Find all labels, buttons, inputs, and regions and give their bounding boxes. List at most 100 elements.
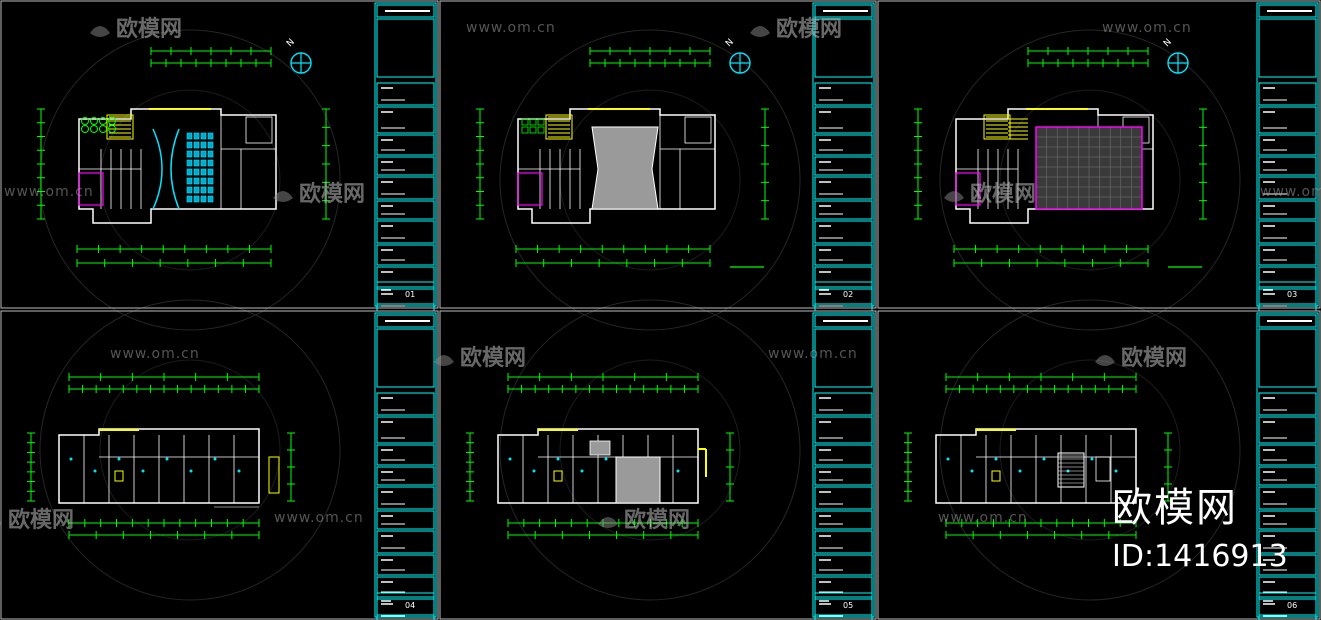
title-block-row	[814, 134, 873, 156]
title-block-row	[1258, 530, 1317, 554]
title-block-row	[376, 82, 435, 106]
title-block-row	[376, 156, 435, 176]
fixture-point	[1114, 469, 1118, 473]
north-arrow-label: N	[285, 37, 297, 49]
exterior-wall	[78, 108, 277, 224]
fixture-point	[213, 457, 217, 461]
curved-wall	[152, 128, 163, 210]
planter-box	[537, 126, 545, 134]
title-block-row	[814, 554, 873, 576]
watermark-ring	[939, 29, 1241, 331]
planter-circle	[81, 117, 89, 125]
sheet-number: 06	[1287, 601, 1297, 610]
watermark-ring	[39, 29, 341, 331]
title-block-row	[376, 392, 435, 416]
planter-circle	[90, 117, 98, 125]
title-block-row	[1258, 486, 1317, 510]
auditorium-seat	[207, 168, 214, 176]
brand-watermark-large: 欧模网	[1112, 485, 1238, 531]
watermark-ring	[499, 29, 801, 331]
title-block-row	[376, 466, 435, 486]
brand-watermark-text: 欧模网	[1121, 345, 1187, 371]
brand-watermark-logo: 欧模网	[750, 16, 842, 42]
title-block-row	[1258, 82, 1317, 106]
north-arrow-label: N	[724, 37, 736, 49]
auditorium-seat	[207, 177, 214, 185]
title-block-row	[376, 416, 435, 444]
planter-box	[537, 118, 545, 126]
fixture-point	[141, 469, 145, 473]
brand-logo-icon	[273, 191, 293, 202]
title-block-row	[814, 200, 873, 220]
title-block-row	[1258, 392, 1317, 416]
title-block-row	[376, 510, 435, 530]
brand-logo-icon	[0, 521, 2, 526]
title-block-row	[1258, 466, 1317, 486]
stair-outline	[545, 114, 573, 140]
title-block-frame	[812, 312, 875, 618]
auditorium-seat	[186, 132, 193, 140]
auditorium-seat	[207, 141, 214, 149]
title-block-row	[1258, 416, 1317, 444]
drawing-sheet-05: 05	[439, 310, 877, 620]
site-url-watermark: www.om.cn	[274, 510, 364, 526]
auditorium-seat	[186, 168, 193, 176]
title-block-logo-cell	[814, 328, 873, 388]
title-block-row	[376, 266, 435, 288]
hatched-room	[589, 440, 611, 456]
title-block-header	[376, 4, 435, 18]
auditorium-seat	[186, 141, 193, 149]
title-block-row	[1258, 266, 1317, 288]
title-block-row	[814, 106, 873, 134]
fixture-point	[117, 457, 121, 461]
drawing-sheet-06: 06	[877, 310, 1321, 620]
brand-watermark-text: 欧模网	[970, 181, 1036, 207]
title-block-row	[376, 220, 435, 244]
planter-box	[529, 118, 537, 126]
north-arrow-label: N	[1162, 37, 1174, 49]
hatched-hall-floor	[591, 126, 659, 210]
brand-watermark-logo: 欧模网	[944, 181, 1036, 207]
sheet-border	[0, 310, 439, 620]
title-block-row	[814, 82, 873, 106]
planter-box	[521, 118, 529, 126]
fixture-point	[189, 469, 193, 473]
title-block-logo-cell	[814, 18, 873, 78]
door-frame	[517, 172, 543, 206]
column-marker	[114, 470, 124, 482]
auditorium-seat	[186, 195, 193, 203]
title-block-row	[814, 416, 873, 444]
brand-logo-icon	[598, 517, 618, 528]
stair-block	[106, 114, 134, 140]
door-frame	[78, 172, 104, 206]
title-block-frame	[812, 2, 875, 307]
watermark-layer	[39, 29, 1241, 601]
title-block-header	[1258, 4, 1317, 18]
sheet-number: 04	[405, 601, 415, 610]
auditorium-seat	[200, 177, 207, 185]
title-block-row	[1258, 176, 1317, 200]
auditorium-seat	[200, 186, 207, 194]
curved-wall	[170, 128, 180, 210]
auditorium-seat	[193, 168, 200, 176]
title-block-row	[814, 530, 873, 554]
auditorium-seat	[193, 141, 200, 149]
watermark-ring	[559, 359, 741, 541]
brand-watermark-logo: 欧模网	[434, 345, 526, 371]
auditorium-seat	[193, 177, 200, 185]
exterior-wall	[58, 428, 260, 504]
auditorium-seat	[200, 168, 207, 176]
title-block-row	[1258, 554, 1317, 576]
fixture-point	[994, 457, 998, 461]
fixture-point	[508, 457, 512, 461]
site-url-watermark: www.om.cn	[4, 184, 94, 200]
title-block-number-cell	[1258, 592, 1317, 616]
title-block-number-cell	[814, 592, 873, 616]
watermark-text-layer: 欧模网欧模网欧模网欧模网欧模网欧模网欧模网欧模网www.om.cnwww.om.…	[0, 16, 1321, 533]
title-block-row	[376, 486, 435, 510]
title-block-logo-cell	[1258, 328, 1317, 388]
stair-block	[545, 114, 573, 140]
door-frame	[955, 172, 981, 206]
